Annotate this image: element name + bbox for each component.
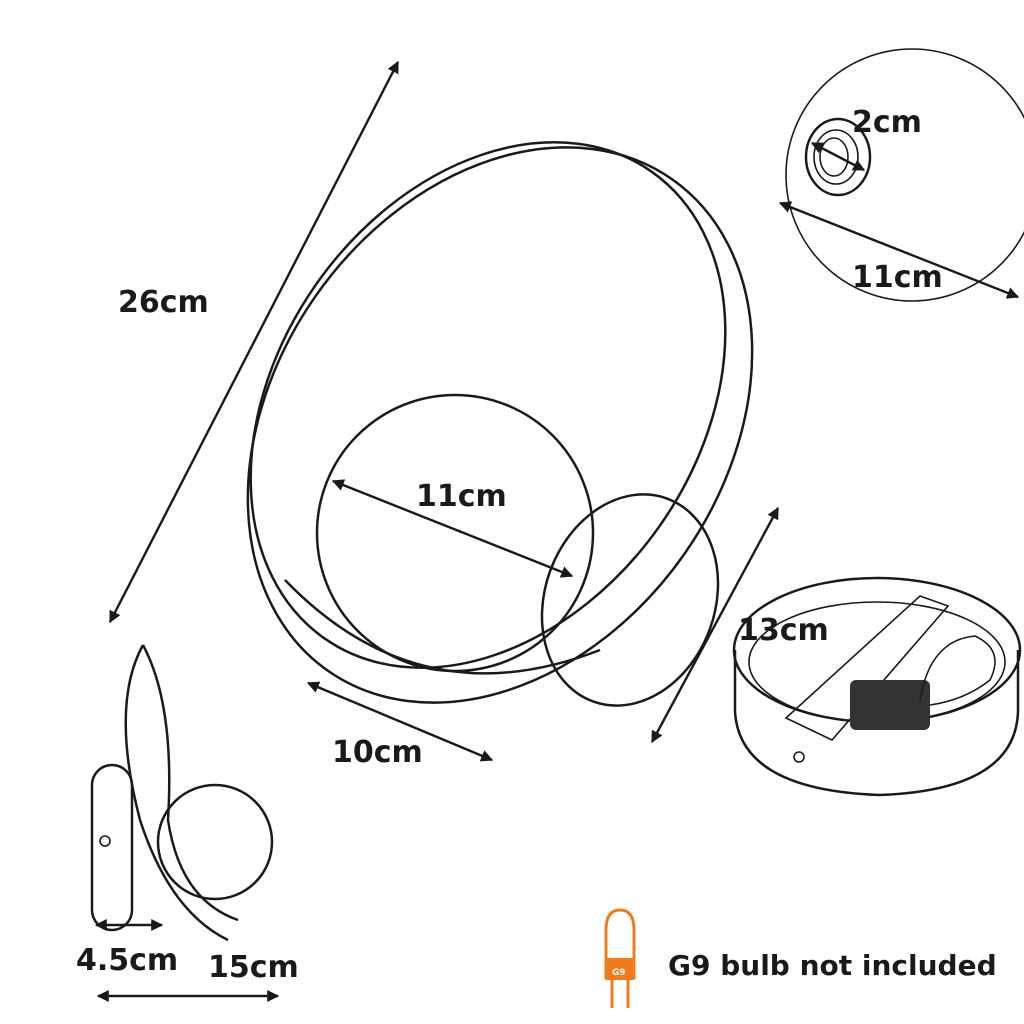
- back-plate-label: 11cm: [852, 260, 943, 295]
- screw-socket-outer: [804, 117, 872, 197]
- bulb-socket-label: G9: [612, 968, 626, 978]
- screw-hole-arrow: [810, 141, 866, 172]
- base-diameter-arrow: [650, 506, 780, 744]
- terminal-block: [850, 680, 930, 730]
- base-mount-side: [733, 650, 1020, 797]
- side-globe: [156, 783, 274, 901]
- height-arrow: [108, 60, 400, 624]
- back-plate-arrow: [778, 201, 1020, 299]
- globe-width-label: 11cm: [416, 479, 507, 514]
- side-base-plate: [90, 763, 134, 932]
- lamp-front-view: [246, 141, 754, 707]
- side-screw: [793, 751, 805, 763]
- side-screw-dot: [99, 835, 111, 847]
- bulb-glass: [604, 908, 636, 980]
- side-shade-inner: [141, 644, 239, 922]
- total-depth-label: 15cm: [208, 950, 299, 985]
- wall-offset-label: 4.5cm: [76, 943, 178, 978]
- height-label: 26cm: [118, 285, 209, 320]
- bulb-base: [606, 958, 634, 980]
- depth-arrow: [306, 681, 494, 762]
- shade-outer-rim: [246, 146, 754, 704]
- screw-socket-thread: [819, 137, 849, 177]
- back-plate-detail: [778, 48, 1024, 302]
- side-shade-outer: [124, 644, 229, 942]
- back-plate-circle: [785, 48, 1024, 302]
- base-mount-view: [732, 576, 1022, 797]
- bulb-notice: G9 bulb not included: [668, 949, 997, 982]
- base-diameter-label: 13cm: [738, 613, 829, 648]
- depth-label: 10cm: [332, 735, 423, 770]
- power-wire: [919, 635, 996, 706]
- globe-width-arrow: [331, 479, 574, 578]
- g9-bulb-icon: G9: [604, 908, 636, 1008]
- mounting-bracket: [784, 595, 950, 741]
- screw-hole-label: 2cm: [852, 105, 922, 140]
- shade-inner-rim: [249, 141, 727, 669]
- lamp-side-view: [90, 644, 280, 1002]
